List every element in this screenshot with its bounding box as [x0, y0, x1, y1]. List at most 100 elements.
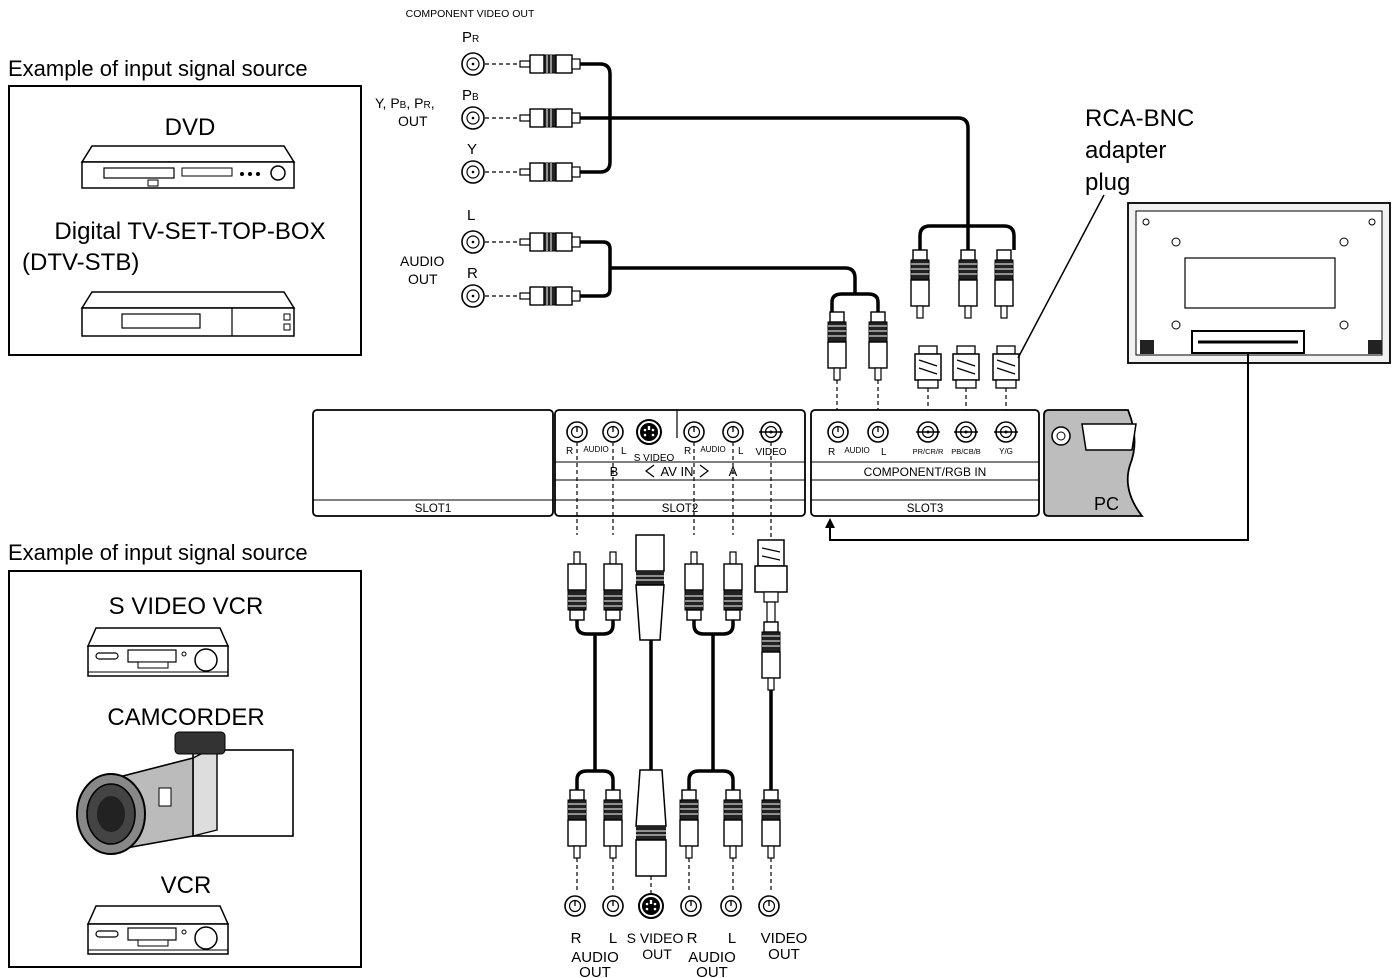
dtv-label-line2: (DTV-STB)	[22, 249, 139, 276]
pb-cable-plug	[519, 108, 581, 128]
video-rca-plug-lower	[761, 789, 781, 859]
b-audio-r-plug-lower	[567, 789, 587, 859]
audio-l-label: L	[467, 207, 475, 224]
pr-output-jack	[461, 52, 485, 76]
out-audio-r-jack-1	[564, 895, 586, 917]
av-audio-label: AUDIO	[583, 445, 608, 454]
camcorder-label: CAMCORDER	[107, 704, 264, 731]
av-in-b-label: B	[610, 464, 619, 479]
b-audio-r-plug-upper	[567, 551, 587, 621]
out-audio1-label: AUDIO	[571, 949, 619, 966]
adapter-leader-line	[1017, 194, 1105, 359]
out-out2-label: OUT	[696, 964, 728, 978]
av-in-label: AV IN	[661, 464, 694, 479]
a-audio-l-plug-upper	[723, 551, 743, 621]
out-video-jack	[758, 895, 780, 917]
video-rca-plug-upper	[761, 621, 781, 691]
component-plug-pr	[910, 249, 930, 319]
video-bnc-plug	[754, 539, 788, 623]
svideo-plug-lower	[635, 769, 667, 877]
svideo-panel-label: S VIDEO	[634, 453, 675, 464]
audio-out-label-line2: OUT	[408, 271, 438, 287]
bnc-adapter-y	[992, 345, 1020, 389]
slot2-label: SLOT2	[662, 503, 698, 515]
audio-l-cable-plug	[519, 232, 581, 252]
component-video-out-heading: COMPONENT VIDEO OUT	[406, 8, 535, 20]
out-r2-label: R	[687, 930, 698, 947]
av-r2-label: R	[684, 446, 691, 457]
out-svideo-jack	[638, 893, 664, 919]
component-cable	[580, 62, 1016, 250]
vcr-label: VCR	[161, 872, 212, 899]
audio-out-label-line1: AUDIO	[400, 253, 444, 269]
pr-label: PR	[462, 29, 479, 46]
camcorder-icon	[76, 731, 294, 855]
svideo-plug-upper	[635, 534, 665, 641]
audio-l-output-jack	[461, 230, 485, 254]
component-audio-r-jack	[827, 421, 849, 443]
top-source-box	[8, 85, 362, 356]
yg-panel-label: Y/G	[999, 447, 1013, 456]
audio-plug-l	[868, 311, 888, 381]
adapter-label-line2: adapter	[1085, 137, 1166, 164]
out-audio-l-jack-1	[602, 895, 624, 917]
pr-cable-plug	[519, 54, 581, 74]
av-in-svideo-jack	[636, 419, 662, 445]
audio-r-output-jack	[461, 284, 485, 308]
out-video-label: VIDEO	[761, 930, 808, 947]
pb-panel-label: PB/CB/B	[951, 447, 981, 456]
out-l1-label: L	[609, 930, 617, 947]
slot-location-arrow	[825, 353, 1249, 541]
pb-output-jack	[461, 106, 485, 130]
component-plug-pb	[958, 249, 978, 319]
av-l-label: L	[621, 446, 627, 457]
slot3-panel	[810, 409, 1040, 517]
audio-cable-top	[580, 240, 880, 312]
top-dashed-leaders	[485, 63, 520, 297]
display-rear-view	[1127, 202, 1391, 364]
y-label: Y	[467, 141, 477, 158]
av-l2-label: L	[738, 446, 744, 457]
ypbpr-out-label: OUT	[398, 113, 428, 129]
out-svideo-label: S VIDEO	[627, 930, 684, 946]
dvd-label: DVD	[165, 114, 216, 141]
pc-label: PC	[1094, 494, 1119, 514]
vcr-icon	[87, 905, 229, 955]
audio-plug-r	[827, 311, 847, 381]
a-audio-l-plug-lower	[723, 789, 743, 859]
panel-dashed-leaders-top	[836, 380, 1007, 420]
slot1-label: SLOT1	[415, 503, 451, 515]
out-svideo-out-label: OUT	[642, 946, 672, 962]
av-in-b-audio-l-jack	[602, 421, 624, 443]
av-audio2-label: AUDIO	[700, 445, 725, 454]
out-audio2-label: AUDIO	[688, 949, 736, 966]
dvd-player-icon	[80, 145, 296, 189]
component-rgb-in-label: COMPONENT/RGB IN	[864, 465, 987, 479]
bottom-cables	[575, 620, 773, 790]
bottom-source-box	[8, 570, 362, 968]
panel-dashed-leaders-bottom	[576, 442, 772, 540]
av-r-label: R	[566, 446, 573, 457]
comp-l-label: L	[881, 447, 887, 458]
adapter-label-line3: plug	[1085, 169, 1130, 196]
out-audio-r-jack-2	[680, 895, 702, 917]
out-l2-label: L	[728, 930, 736, 947]
pc-panel	[1043, 409, 1144, 517]
top-source-heading: Example of input signal source	[8, 56, 308, 81]
comp-audio-label: AUDIO	[844, 446, 869, 455]
audio-r-cable-plug	[519, 286, 581, 306]
component-audio-l-jack	[867, 421, 889, 443]
adapter-label-line1: RCA-BNC	[1085, 105, 1194, 132]
svideo-vcr-icon	[87, 627, 229, 677]
ypbpr-label: Y, PB, PR,	[375, 95, 435, 111]
out-audio-l-jack-2	[720, 895, 742, 917]
bnc-adapter-pr	[914, 345, 942, 389]
y-output-jack	[461, 160, 485, 184]
av-in-a-audio-r-jack	[683, 421, 705, 443]
av-in-b-audio-r-jack	[566, 421, 588, 443]
out-r1-label: R	[571, 930, 582, 947]
audio-r-label: R	[467, 265, 478, 282]
a-audio-r-plug-lower	[679, 789, 699, 859]
bottom-dashed-leaders	[576, 858, 772, 893]
